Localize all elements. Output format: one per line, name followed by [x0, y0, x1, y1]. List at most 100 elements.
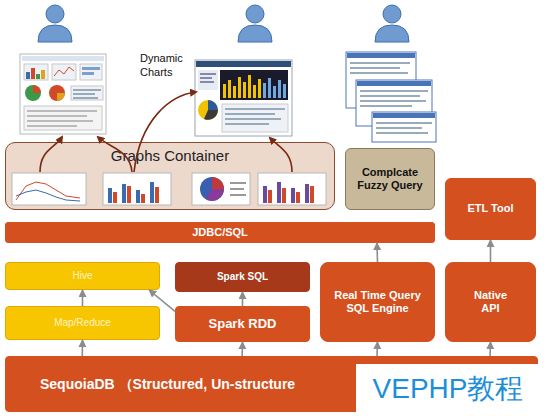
chart-thumbnail [150, 182, 154, 203]
dashboard-screenshot [25, 85, 41, 101]
dashboard-screenshot [225, 123, 269, 125]
dashboard-screenshot [196, 61, 291, 67]
dashboard-screenshot [24, 64, 48, 80]
dashboard-screenshot [283, 84, 286, 98]
dashboard-screenshot [33, 85, 41, 93]
dashboard-screenshot [225, 118, 281, 120]
dashboard-screenshot [71, 86, 103, 100]
dashboard-screenshot [222, 104, 288, 132]
dashboard-screenshot [24, 106, 102, 130]
dashboard-screenshot [27, 120, 93, 122]
dashboard-screenshot [54, 67, 74, 76]
dashboard-screenshot [233, 86, 236, 98]
user-icon [38, 5, 409, 42]
dashboard-screenshot [200, 81, 214, 83]
dashboard-screenshot [73, 89, 101, 91]
dashboard-screenshot [253, 85, 256, 98]
dashboard-screenshot [225, 108, 285, 110]
dashboard-screenshot [243, 82, 246, 98]
chart-thumbnail [113, 186, 159, 203]
dashboard-screenshot [195, 60, 292, 136]
node-text: Hive [72, 270, 92, 282]
dashboard-screenshot [225, 113, 275, 115]
chart-thumbnail [258, 173, 326, 205]
chart-thumbnail [282, 188, 286, 203]
flow-connector [376, 243, 378, 262]
dashboard-screenshot [31, 68, 35, 79]
node-text: Graphs Container [111, 147, 229, 165]
chart-thumbnail [200, 177, 224, 201]
node-text: Spark SQL [217, 271, 268, 283]
interface-band: JDBC/SQL [5, 222, 435, 243]
dashboard-screenshot [26, 72, 30, 79]
chart-thumbnail [230, 182, 246, 184]
chart-thumbnail [206, 189, 224, 201]
flow-arrow [134, 92, 196, 172]
flow-arrow [40, 92, 292, 172]
query-screenshot [360, 95, 420, 97]
dashboard-screenshot [263, 78, 286, 98]
dashboard-screenshot [195, 60, 292, 136]
chart-thumbnail [108, 182, 154, 203]
chart-thumbnail [310, 186, 314, 203]
dashboard-screenshot [36, 74, 40, 79]
query-screenshot [376, 132, 428, 134]
chart-thumbnail [113, 192, 117, 203]
dashboard-screenshot [20, 54, 106, 134]
engine-box: Spark SQL [175, 262, 310, 292]
dashboard-screenshot [73, 97, 98, 99]
user-icon [383, 5, 401, 23]
dashboard-screenshot [228, 80, 231, 98]
chart-thumbnail [263, 186, 267, 203]
chart-thumbnail [230, 194, 246, 196]
query-screenshot [347, 53, 415, 58]
chart-thumbnail [296, 192, 300, 203]
dashboard-screenshot [27, 115, 87, 117]
user-icon [46, 5, 64, 23]
engine-box: Map/Reduce [5, 306, 160, 340]
dashboard-screenshot [82, 72, 94, 75]
node-text: Real Time Query SQL Engine [333, 289, 422, 315]
dashboard-screenshot [200, 73, 216, 75]
engine-box: Real Time Query SQL Engine [320, 262, 435, 342]
chart-thumbnail [230, 188, 244, 190]
chart-thumbnail [291, 188, 295, 203]
flow-connector [149, 290, 175, 311]
flow-arrow [98, 137, 132, 172]
dashboard-screenshot [223, 84, 226, 98]
query-screenshot [373, 113, 435, 118]
dashboard-screenshot [22, 56, 104, 61]
chart-thumbnail [127, 186, 131, 203]
dashboard-screenshot [258, 79, 261, 98]
chart-thumbnail [12, 173, 86, 205]
query-screenshot [350, 67, 400, 69]
chart-thumbnail [192, 173, 250, 205]
dashboard-screenshot [263, 83, 266, 98]
flow-connector [82, 290, 84, 306]
chart-thumbnail [268, 190, 272, 203]
dashboard-screenshot [204, 110, 218, 120]
chart-thumbnail [122, 184, 126, 203]
dashboard-screenshot [27, 110, 97, 112]
chart-thumbnail [12, 173, 326, 205]
query-screenshot [346, 52, 436, 142]
user-icon [375, 25, 409, 42]
query-screenshot [360, 100, 426, 102]
flow-connector [489, 342, 491, 356]
query-screenshot [350, 72, 408, 74]
dashboard-screenshot [82, 67, 100, 70]
flow-connector [241, 342, 243, 356]
node-text: Spark RDD [209, 316, 277, 332]
dashboard-screenshot [248, 75, 251, 98]
node-text: SequoiaDB （Structured, Un-structure [40, 376, 295, 393]
flow-connector [376, 342, 378, 356]
dashboard-screenshot [238, 77, 241, 98]
dashboard-screenshot [208, 100, 218, 110]
dashboard-screenshot [52, 64, 76, 80]
engine-box: Hive [5, 262, 160, 290]
chart-thumbnail [141, 194, 145, 203]
query-screenshot [372, 112, 436, 142]
dashboard-screenshot [57, 93, 65, 101]
